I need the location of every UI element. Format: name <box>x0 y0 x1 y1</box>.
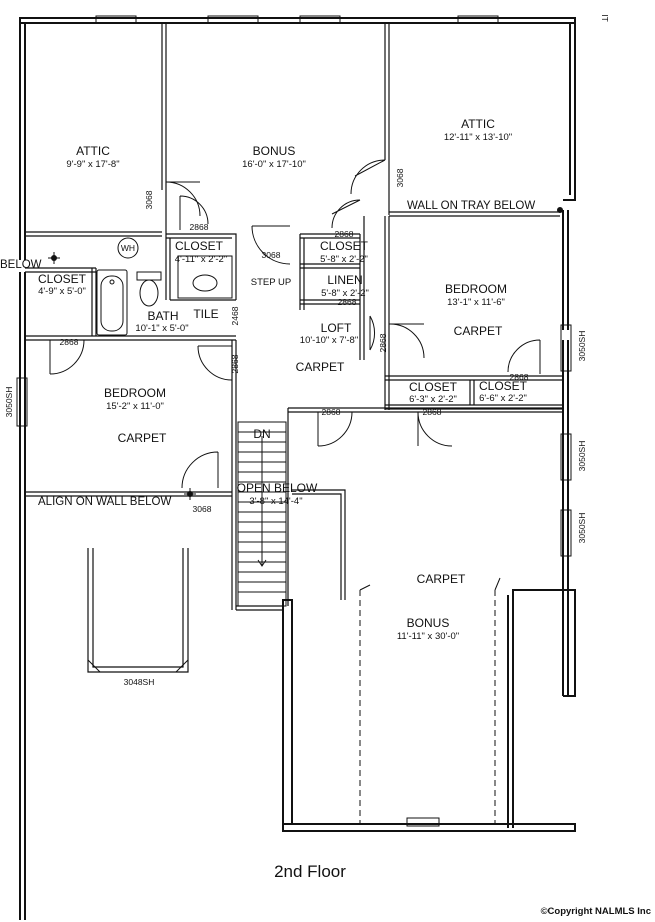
room-dims-closet-r1: 6'-3" x 2'-2" <box>409 394 457 405</box>
room-dims-bedroom-right: 13'-1" x 11'-6" <box>447 297 505 308</box>
room-dims-bedroom-left: 15'-2" x 11'-0" <box>106 401 164 412</box>
room-name-closet-bath: CLOSET <box>175 239 224 253</box>
door-code-3068-b: 3068 <box>395 168 405 187</box>
door-code-2868-h: 2868 <box>322 407 341 417</box>
tile-label: TILE <box>193 307 218 321</box>
floor-label: 2nd Floor <box>274 862 346 881</box>
room-name-open-below: OPEN BELOW <box>237 481 318 495</box>
room-name-closet-center: CLOSET <box>320 239 369 253</box>
copyright-notice: ©Copyright NALMLS Inc <box>540 906 651 917</box>
align-on-wall-note: ALIGN ON WALL BELOW <box>38 496 171 508</box>
room-dims-linen: 5'-8" x 2'-2" <box>321 288 369 299</box>
stairs <box>237 421 287 607</box>
room-name-bath: BATH <box>147 309 178 323</box>
finish-labels: CARPET CARPET CARPET CARPET TILE STEP UP… <box>118 243 503 586</box>
room-dims-bath: 10'-1" x 5'-0" <box>135 323 188 334</box>
door-code-3068-a: 3068 <box>144 190 154 209</box>
room-dims-bonus-bottom: 11'-11" x 30'-0" <box>397 631 459 642</box>
window-code-3050sh-r1: 3050SH <box>577 331 587 362</box>
door-code-2868-c: 2868 <box>338 297 357 307</box>
room-labels: ATTIC 9'-9" x 17'-8" BONUS 16'-0" x 17'-… <box>38 117 528 642</box>
room-dims-closet-left: 4'-9" x 5'-0" <box>38 286 86 297</box>
room-dims-loft: 10'-10" x 7'-8" <box>300 335 358 346</box>
door-code-2868-g: 2868 <box>510 372 529 382</box>
room-name-linen: LINEN <box>327 273 362 287</box>
carpet-label-bedroom-left: CARPET <box>118 431 167 445</box>
window-code-3050sh-left: 3050SH <box>4 387 14 418</box>
room-dims-closet-center: 5'-8" x 2'-2" <box>320 254 368 265</box>
windows <box>16 15 572 557</box>
door-code-2868-i: 2868 <box>423 407 442 417</box>
room-name-closet-r1: CLOSET <box>409 380 458 394</box>
door-codes: 3068 3068 3068 3068 2868 2868 2868 2868 … <box>4 168 587 687</box>
room-dims-open-below: 3'-8" x 14'-4" <box>249 496 302 507</box>
corner-mark: IT <box>600 14 610 22</box>
doors <box>49 159 541 489</box>
room-name-attic-right: ATTIC <box>461 117 495 131</box>
door-code-2868-d: 2868 <box>60 337 79 347</box>
door-code-2468: 2468 <box>230 306 240 325</box>
room-name-attic-left: ATTIC <box>76 144 110 158</box>
door-code-3068-c: 3068 <box>262 250 281 260</box>
door-code-2868-e: 2868 <box>378 333 388 352</box>
room-name-closet-left: CLOSET <box>38 272 87 286</box>
interior-walls <box>25 23 563 611</box>
window-code-3050sh-r3: 3050SH <box>577 513 587 544</box>
room-name-bonus-bottom: BONUS <box>407 616 450 630</box>
carpet-label-bonus-bottom: CARPET <box>417 572 466 586</box>
door-code-2868-b: 2868 <box>335 229 354 239</box>
window-code-3050sh-r2: 3050SH <box>577 441 587 472</box>
carpet-label-bedroom-right: CARPET <box>454 324 503 338</box>
markers <box>48 207 563 500</box>
room-dims-closet-r2: 6'-6" x 2'-2" <box>479 393 527 404</box>
room-name-closet-r2: CLOSET <box>479 379 528 393</box>
below-note: BELOW <box>0 259 42 271</box>
wall-on-tray-note: WALL ON TRAY BELOW <box>407 200 535 212</box>
carpet-label-loft: CARPET <box>296 360 345 374</box>
room-name-bedroom-right: BEDROOM <box>445 282 507 296</box>
room-dims-attic-right: 12'-11" x 13'-10" <box>444 132 512 143</box>
notes: BELOW WALL ON TRAY BELOW ALIGN ON WALL B… <box>0 14 610 508</box>
room-dims-attic-left: 9'-9" x 17'-8" <box>66 159 119 170</box>
bonus-bottom-dashed <box>359 577 501 827</box>
bay-window <box>87 548 189 673</box>
step-up-label: STEP UP <box>251 277 291 288</box>
window-code-3048sh: 3048SH <box>124 677 155 687</box>
wh-label: WH <box>121 243 135 253</box>
door-code-3068-d: 3068 <box>193 504 212 514</box>
room-dims-closet-bath: 4'-11" x 2'-2" <box>175 254 227 265</box>
room-name-loft: LOFT <box>321 321 352 335</box>
room-name-bedroom-left: BEDROOM <box>104 386 166 400</box>
room-name-bonus-top: BONUS <box>253 144 296 158</box>
room-dims-bonus-top: 16'-0" x 17'-10" <box>242 159 306 170</box>
dn-label: DN <box>253 427 270 441</box>
bath-fixtures <box>96 237 233 336</box>
door-code-2868-f: 2868 <box>230 354 240 373</box>
door-code-2868-a: 2868 <box>190 222 209 232</box>
